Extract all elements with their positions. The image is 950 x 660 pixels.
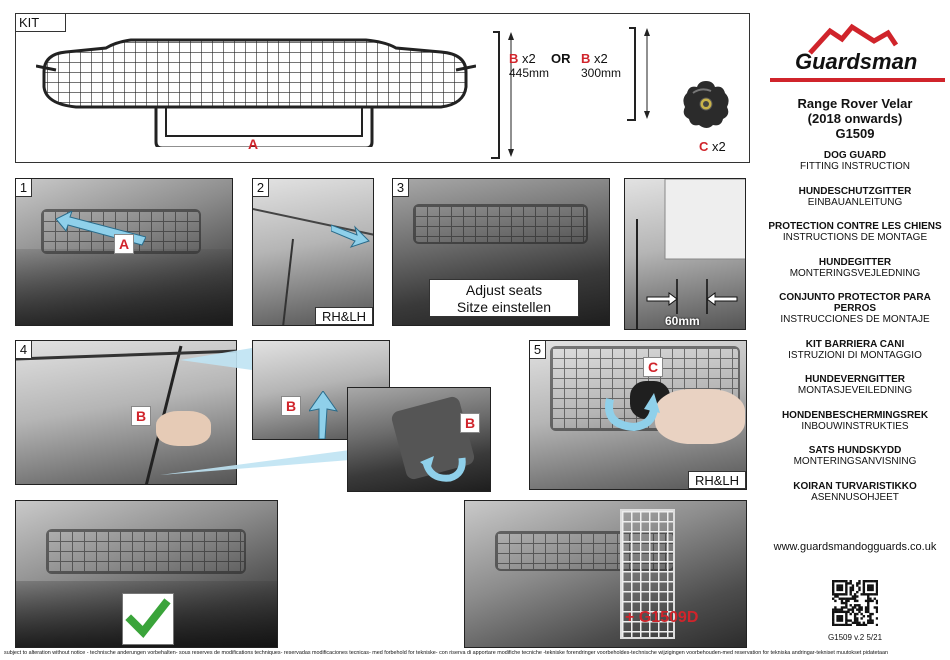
instruction-title: HONDENBESCHERMINGSREK [781, 409, 929, 421]
step-5-number: 5 [530, 341, 546, 359]
instruction-subtitle: MONTERINGSVEJLEDNING [789, 267, 921, 279]
step-4-detail-2: B [347, 387, 491, 492]
step-6-photo [15, 500, 278, 648]
website: www.guardsmandogguards.co.uk [773, 541, 937, 553]
rod-short-qty: B x2 [581, 51, 608, 66]
vehicle-code: G1509 [835, 126, 875, 141]
instruction-title: PROTECTION CONTRE LES CHIENS [768, 221, 942, 232]
strap-line [253, 208, 373, 325]
instruction-subtitle: MONTASJEVEILEDNING [797, 385, 913, 396]
step-3-note: Adjust seats Sitze einstellen [429, 279, 579, 317]
step-4-detail-1-tag: B [281, 396, 301, 416]
gap-value: 60mm [665, 314, 700, 328]
hand-shape [156, 411, 211, 446]
rod-long-size: 445mm [509, 66, 550, 80]
step-7-photo: + G1509D [464, 500, 747, 648]
divider-grid [620, 509, 675, 639]
instruction-subtitle: EINBAUANLEITUNG [807, 196, 903, 208]
hand-shape [655, 389, 745, 444]
knob-qty: C x2 [699, 139, 726, 154]
instruction-title: HUNDEVERNGITTER [804, 374, 905, 385]
rotate-arrow-icon [605, 393, 660, 432]
step-4-number: 4 [16, 341, 32, 359]
step-3-photo: Adjust seats Sitze einstellen 3 [392, 178, 610, 326]
step-4-tag: B [131, 406, 151, 426]
step-5-tag: C [643, 357, 663, 377]
checkmark-badge [122, 593, 174, 645]
or-label: OR [551, 51, 571, 66]
vehicle-years: (2018 onwards) [807, 111, 903, 126]
rod-short-illustration [627, 27, 650, 121]
rod-long-qty: B x2 [509, 51, 536, 66]
step-1-tag: A [114, 234, 134, 254]
instruction-subtitle: ISTRUZIONI DI MONTAGGIO [788, 349, 922, 361]
arrow-icon [331, 224, 370, 248]
gap-diagram [636, 179, 745, 329]
instruction-title: CONJUNTO PROTECTOR PARA PERROS [779, 292, 931, 314]
vehicle-info: Range Rover Velar (2018 onwards) G1509 [760, 96, 950, 141]
brand-name: Guardsman [795, 49, 918, 74]
step-5-photo: C RH&LH 5 [529, 340, 747, 490]
callout-connector [160, 348, 350, 475]
guard-mesh-illustration [36, 38, 476, 147]
knob-illustration [683, 81, 729, 128]
step-2-number: 2 [253, 179, 269, 197]
rod-long-illustration [491, 31, 514, 159]
step-3-number: 3 [393, 179, 409, 197]
instruction-subtitle: ASENNUSOHJEET [811, 491, 899, 503]
instruction-title: HUNDEGITTER [818, 256, 892, 268]
brand-logo: Guardsman [770, 15, 945, 85]
checkmark-icon [125, 598, 171, 639]
rotate-arrow-icon [420, 456, 466, 482]
step-1-number: 1 [16, 179, 32, 197]
step-4-photo: B 4 [15, 340, 237, 485]
step-4-detail-2-tag: B [460, 413, 480, 433]
rod-long-count: x2 [522, 51, 536, 66]
step-5-side: RH&LH [688, 471, 746, 489]
part-a-label: A [248, 136, 259, 152]
rod-short-size: 300mm [581, 66, 622, 80]
knob-count: x2 [712, 139, 726, 154]
step-3-note-line1: Adjust seats [465, 282, 543, 298]
instruction-subtitle: INSTRUCTIONS DE MONTAGE [782, 232, 928, 243]
instruction-subtitle: FITTING INSTRUCTION [800, 161, 910, 172]
knob-letter: C [699, 139, 709, 154]
step-2-photo: RH&LH 2 [252, 178, 374, 326]
guardsman-logo-icon [770, 23, 945, 82]
step-2-side: RH&LH [315, 307, 373, 325]
instruction-title: KOIRAN TURVARISTIKKO [793, 480, 917, 492]
instruction-subtitle: MONTERINGSANVISNING [793, 456, 917, 467]
kit-panel: KIT A B x2 445mm OR B x2 300mm [15, 13, 750, 163]
version: G1509 v.2 5/21 [827, 633, 883, 642]
arrow-up-icon [309, 391, 339, 439]
footer-disclaimer: subject to alteration without notice - t… [4, 650, 888, 656]
instruction-title: DOG GUARD [823, 150, 887, 161]
instruction-title: HUNDESCHUTZGITTER [798, 185, 912, 197]
qr-code-icon [832, 580, 878, 626]
step-3-note-line2: Sitze einstellen [456, 299, 552, 315]
addon-code: + G1509D [625, 609, 699, 626]
step-1-photo: A 1 [15, 178, 233, 326]
instruction-subtitle: INSTRUCCIONES DE MONTAJE [780, 314, 930, 325]
rod-long-letter: B [509, 51, 519, 66]
rod-short-letter: B [581, 51, 591, 66]
gap-photo: 60mm [624, 178, 746, 330]
instruction-title: KIT BARRIERA CANI [805, 338, 905, 350]
rod-short-count: x2 [594, 51, 608, 66]
kit-label: KIT [16, 14, 66, 32]
instruction-title: SATS HUNDSKYDD [808, 445, 902, 456]
vehicle-model: Range Rover Velar [797, 96, 913, 111]
instruction-subtitle: INBOUWINSTRUKTIES [801, 420, 909, 432]
